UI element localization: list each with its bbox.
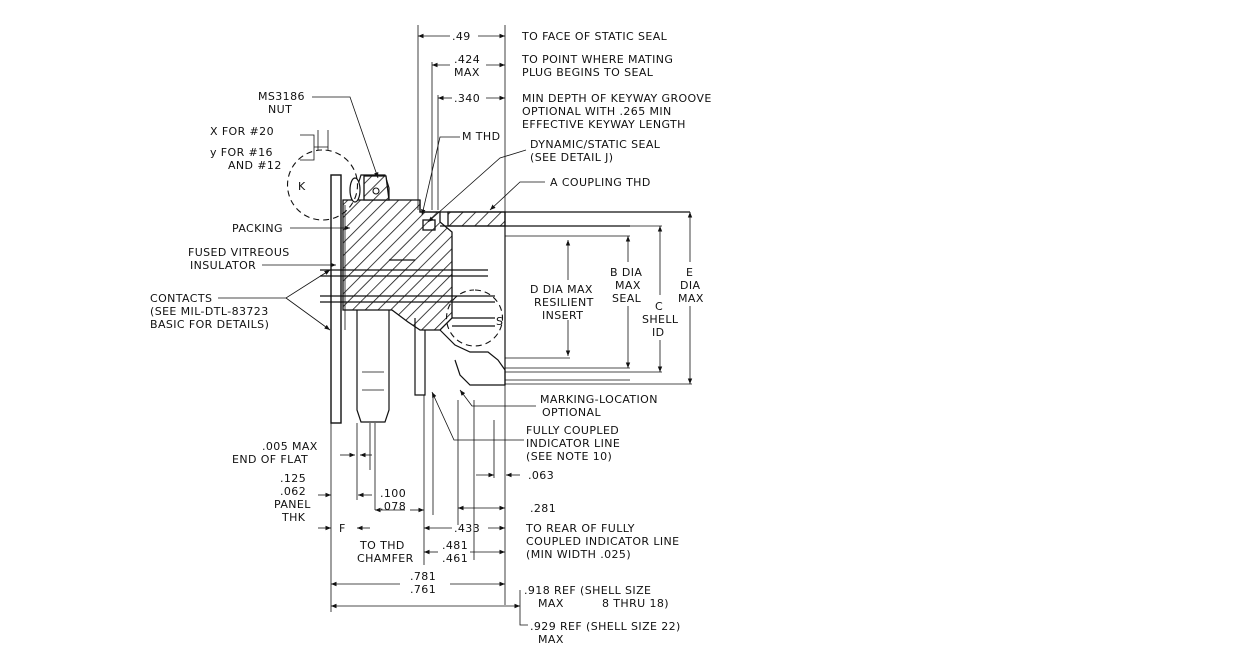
dim-063: .063: [528, 469, 554, 482]
dim-781: .781: [410, 570, 436, 583]
label-ref929-1: .929 REF (SHELL SIZE 22): [530, 620, 681, 633]
label-keyway-1: MIN DEPTH OF KEYWAY GROOVE: [522, 92, 712, 105]
label-thd-2: CHAMFER: [357, 552, 414, 565]
label-e-dia-1: E: [686, 266, 693, 279]
label-ref918-3: 8 THRU 18): [602, 597, 669, 610]
label-end-flat-2: END OF FLAT: [232, 453, 308, 466]
label-keyway-3: EFFECTIVE KEYWAY LENGTH: [522, 118, 686, 131]
label-dyn-seal-1: DYNAMIC/STATIC SEAL: [530, 138, 661, 151]
label-fused-1: FUSED VITREOUS: [188, 246, 290, 259]
label-marking-1: MARKING-LOCATION: [540, 393, 658, 406]
label-rear-1: TO REAR OF FULLY: [525, 522, 635, 535]
label-fully-1: FULLY COUPLED: [526, 424, 619, 437]
label-dyn-seal-2: (SEE DETAIL J): [530, 151, 614, 164]
label-d-dia-2: RESILIENT: [534, 296, 594, 309]
label-panel-2: .062: [280, 485, 306, 498]
label-packing: PACKING: [232, 222, 283, 235]
label-detail-s: S: [496, 315, 503, 328]
dim-424: .424: [454, 53, 480, 66]
contact-pin-upper: [320, 269, 488, 277]
label-f: F: [339, 522, 346, 535]
dim-433: .433: [454, 522, 480, 535]
label-nut-1: MS3186: [258, 90, 305, 103]
dim-281: .281: [530, 502, 556, 515]
dim-340: .340: [454, 92, 480, 105]
contact-pin-lower: [320, 295, 495, 303]
dimension-lines: [218, 25, 693, 626]
label-mating-1: TO POINT WHERE MATING: [521, 53, 673, 66]
panel-plate: [330, 174, 342, 424]
coupling-thread-hatch: [447, 211, 506, 227]
label-contacts-2: (SEE MIL-DTL-83723: [150, 305, 269, 318]
label-fused-2: INSULATOR: [190, 259, 256, 272]
label-c-shell-3: ID: [652, 326, 665, 339]
label-x-for: X FOR #20: [210, 125, 274, 138]
dim-100: .100: [380, 487, 406, 500]
label-ref918-2: MAX: [538, 597, 564, 610]
label-d-dia-3: INSERT: [542, 309, 583, 322]
label-b-dia-3: SEAL: [612, 292, 642, 305]
label-detail-k: K: [298, 180, 306, 193]
label-marking-2: OPTIONAL: [542, 406, 601, 419]
label-b-dia-1: B DIA: [610, 266, 642, 279]
connector-body: [286, 149, 690, 424]
label-y-for-2: AND #12: [228, 159, 282, 172]
dim-761: .761: [410, 583, 436, 596]
label-c-shell-2: SHELL: [642, 313, 679, 326]
label-b-dia-2: MAX: [615, 279, 641, 292]
coupling-lower: [439, 329, 506, 386]
label-ref918-1: .918 REF (SHELL SIZE: [524, 584, 651, 597]
label-end-flat-1: .005 MAX: [262, 440, 318, 453]
detail-k-circle: [286, 149, 359, 221]
label-nut-2: NUT: [268, 103, 292, 116]
label-ref929-2: MAX: [538, 633, 564, 646]
label-d-dia-1: D DIA MAX: [530, 283, 593, 296]
dim-424-max: MAX: [454, 66, 480, 79]
label-contacts-1: CONTACTS: [150, 292, 212, 305]
label-mating-2: PLUG BEGINS TO SEAL: [522, 66, 654, 79]
dim-49: .49: [452, 30, 471, 43]
label-rear-3: (MIN WIDTH .025): [526, 548, 631, 561]
dim-461: .461: [442, 552, 468, 565]
label-rear-2: COUPLED INDICATOR LINE: [526, 535, 679, 548]
label-panel-4: THK: [281, 511, 306, 524]
label-keyway-2: OPTIONAL WITH .265 MIN: [522, 105, 672, 118]
dim-481: .481: [442, 539, 468, 552]
label-panel-1: .125: [280, 472, 306, 485]
drawing-labels: .49 TO FACE OF STATIC SEAL .424 MAX TO P…: [150, 30, 712, 646]
label-thd-1: TO THD: [359, 539, 405, 552]
label-face-static-seal: TO FACE OF STATIC SEAL: [521, 30, 668, 43]
label-e-dia-3: MAX: [678, 292, 704, 305]
dim-078: .078: [380, 500, 406, 513]
label-fully-2: INDICATOR LINE: [526, 437, 620, 450]
label-fully-3: (SEE NOTE 10): [526, 450, 612, 463]
label-c-shell-1: C: [655, 300, 663, 313]
label-panel-3: PANEL: [274, 498, 311, 511]
label-m-thd: M THD: [462, 130, 500, 143]
label-contacts-3: BASIC FOR DETAILS): [150, 318, 269, 331]
label-a-coupling: A COUPLING THD: [550, 176, 651, 189]
label-y-for-1: y FOR #16: [210, 146, 273, 159]
label-e-dia-2: DIA: [680, 279, 701, 292]
